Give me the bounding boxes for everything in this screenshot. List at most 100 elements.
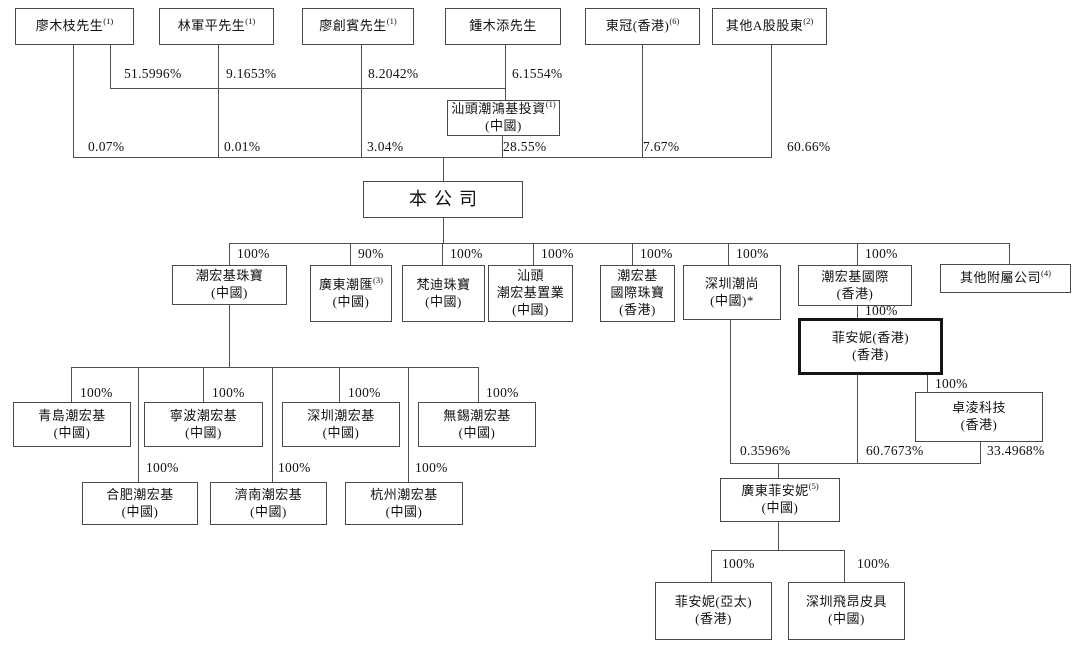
org-box-label: 梵迪珠寶: [416, 277, 470, 294]
org-box-label-text: 其他附屬公司: [960, 270, 1042, 286]
connector-line-vertical: [350, 243, 351, 265]
org-box-label: (中國): [828, 611, 865, 628]
org-box-fandi-jewellery: 梵迪珠寶(中國): [402, 265, 485, 322]
org-box-label-text: 國際珠寶: [610, 285, 665, 301]
org-box-label: (中國): [425, 294, 462, 311]
connector-line-vertical: [203, 367, 204, 402]
connector-line-vertical: [533, 243, 534, 265]
org-box-label: 無錫潮宏基: [443, 408, 511, 425]
connector-line-vertical: [778, 463, 779, 478]
org-box-label: 深圳潮尚: [705, 276, 759, 293]
org-box-label: 其他附屬公司(4): [960, 268, 1051, 287]
connector-line-vertical: [857, 243, 858, 265]
org-box-chj-international: 潮宏基國際(香港): [798, 265, 912, 306]
org-box-label: 本公司: [409, 188, 484, 211]
connector-line-vertical: [711, 550, 712, 582]
org-box-label-text: (香港): [619, 301, 656, 317]
ownership-pct-label: 60.7673%: [866, 443, 924, 458]
connector-line-vertical: [502, 136, 503, 158]
footnote-superscript: (5): [808, 481, 819, 492]
ownership-pct-label: 0.3596%: [740, 443, 791, 458]
connector-line-horizontal: [730, 463, 981, 464]
org-box-label-text: (中國): [425, 293, 462, 309]
org-box-label: 汕頭潮鴻基投資(1): [451, 100, 555, 118]
org-box-label: (中國): [54, 425, 91, 442]
connector-line-horizontal: [73, 157, 772, 158]
org-box-label-text: 寧波潮宏基: [169, 407, 238, 423]
org-box-label: (中國): [185, 425, 222, 442]
ownership-pct-label: 0.07%: [88, 139, 125, 154]
org-box-label-text: (中國)*: [710, 292, 754, 308]
org-box-label: 菲安妮(香港): [832, 330, 909, 347]
connector-line-vertical: [71, 367, 72, 402]
org-box-label-text: 深圳飛昂皮具: [805, 594, 887, 610]
connector-line-vertical: [730, 320, 731, 463]
org-box-other-subsidiaries: 其他附屬公司(4): [940, 264, 1071, 293]
org-box-label: 潮宏基: [617, 268, 658, 285]
org-box-label-text: (中國): [211, 285, 248, 300]
org-box-label-text: 深圳潮宏基: [307, 407, 375, 423]
org-box-label: (中國): [762, 500, 799, 517]
org-box-wuxi-chj: 無錫潮宏基(中國): [418, 402, 536, 447]
org-box-label: (香港): [852, 347, 889, 364]
org-box-label-text: (中國): [385, 503, 423, 519]
org-box-label: (中國)*: [710, 293, 754, 310]
org-box-gd-chaohui: 廣東潮匯(3)(中國): [310, 265, 392, 322]
org-box-zhuoling-tech: 卓淩科技(香港): [915, 392, 1043, 442]
footnote-superscript: (2): [803, 16, 814, 27]
ownership-pct-label: 28.55%: [503, 139, 547, 154]
org-box-label-text: (中國): [458, 424, 496, 440]
org-box-sz-chaoshang: 深圳潮尚(中國)*: [683, 265, 781, 320]
org-box-label-text: (中國): [761, 500, 799, 515]
footnote-superscript: (4): [1041, 268, 1051, 279]
org-box-label-text: 潮宏基置業: [496, 285, 565, 301]
org-box-label-text: 濟南潮宏基: [234, 486, 303, 502]
org-box-label-text: 潮宏基珠寶: [195, 268, 264, 284]
org-box-label-text: 廣東菲安妮: [741, 483, 809, 499]
org-box-label: (中國): [323, 425, 360, 442]
org-box-label: 卓淩科技: [952, 400, 1006, 417]
connector-line-vertical: [857, 306, 858, 318]
org-box-sz-feiang-leather: 深圳飛昂皮具(中國): [788, 582, 905, 640]
connector-line-vertical: [408, 367, 409, 482]
org-box-label-text: 廖創賓先生: [319, 18, 387, 34]
org-box-label-text: 深圳潮尚: [704, 275, 759, 291]
ownership-pct-label: 9.1653%: [226, 66, 277, 81]
org-box-label: (中國): [333, 294, 370, 311]
connector-line-vertical: [728, 243, 729, 265]
connector-line-vertical: [778, 522, 779, 550]
connector-line-vertical: [442, 243, 443, 265]
org-box-qingdao-chj: 青島潮宏基(中國): [13, 402, 131, 447]
org-box-label: (香港): [961, 417, 998, 434]
connector-line-vertical: [218, 45, 219, 158]
org-box-label: 深圳飛昂皮具: [806, 594, 887, 611]
org-box-label-text: 合肥潮宏基: [106, 486, 174, 502]
org-box-label-text: 林軍平先生: [177, 18, 246, 34]
org-box-zhong-mutian: 鍾木添先生: [445, 8, 561, 45]
org-box-label: 青島潮宏基: [38, 408, 106, 425]
connector-line-horizontal: [229, 243, 1010, 244]
connector-line-vertical: [110, 45, 111, 89]
org-box-label-text: 汕頭: [516, 268, 544, 284]
org-box-label-text: 東冠(香港): [605, 18, 670, 34]
connector-line-vertical: [642, 45, 643, 158]
connector-line-vertical: [73, 45, 74, 158]
org-box-label: (中國): [250, 504, 287, 521]
org-box-label-text: 菲安妮(亞太): [674, 594, 753, 610]
org-box-hangzhou-chj: 杭州潮宏基(中國): [345, 482, 463, 525]
org-box-st-zhiye: 汕頭潮宏基置業(中國): [488, 265, 573, 322]
org-box-label-text: 廣東潮匯: [319, 276, 374, 292]
org-box-label-text: (中國): [250, 503, 287, 519]
org-box-label: 潮宏基國際: [821, 269, 889, 286]
org-box-label-text: (香港): [836, 285, 874, 301]
footnote-superscript: (3): [373, 274, 383, 285]
org-box-label: 合肥潮宏基: [106, 487, 174, 504]
org-box-label: 濟南潮宏基: [235, 487, 303, 504]
org-box-chj-intl-jewellery: 潮宏基國際珠寶(香港): [600, 265, 675, 322]
org-box-label-text: (中國): [485, 118, 522, 133]
connector-line-vertical: [138, 367, 139, 482]
footnote-superscript: (1): [386, 16, 397, 27]
org-box-label: 菲安妮(亞太): [675, 594, 752, 611]
org-box-label: 林軍平先生(1): [177, 17, 255, 35]
